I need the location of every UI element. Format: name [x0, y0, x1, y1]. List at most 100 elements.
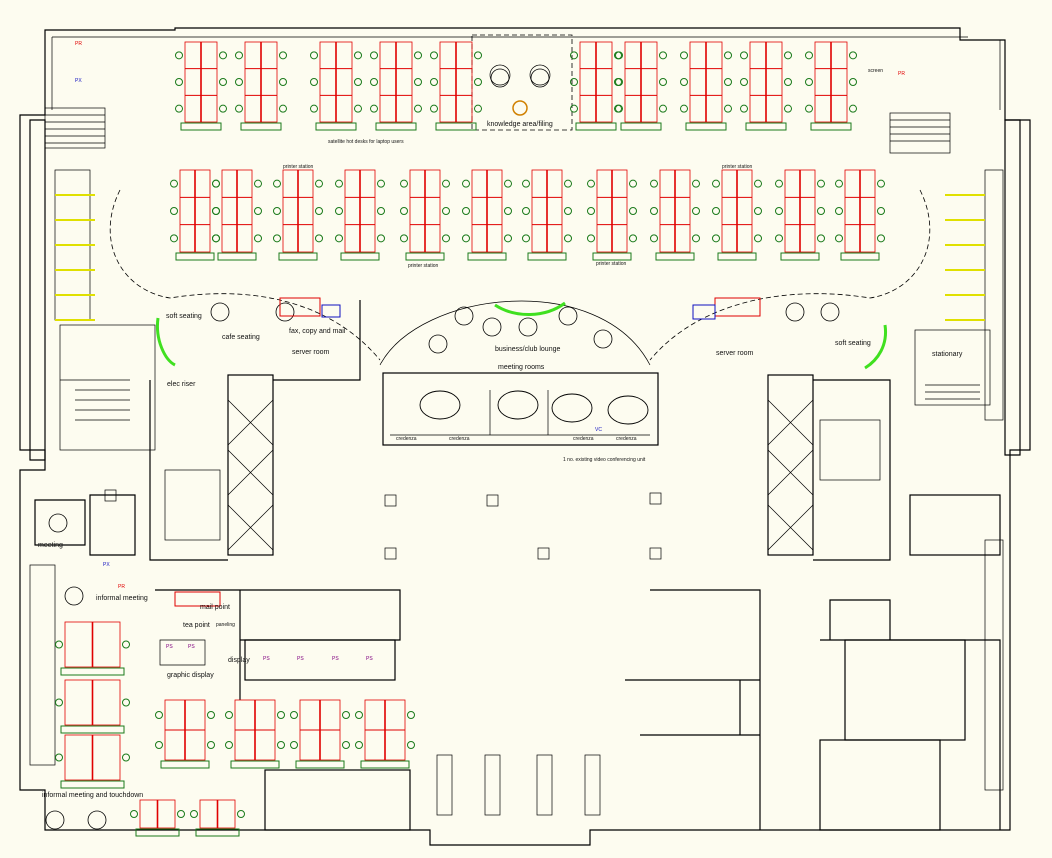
chair-icon [377, 234, 385, 243]
chair-icon [315, 179, 323, 188]
desk-cluster [650, 169, 700, 261]
storage-unit [375, 122, 417, 131]
round-table [428, 334, 448, 354]
desk-cluster [130, 799, 185, 837]
chair-icon [414, 78, 422, 86]
chair-icon [335, 207, 343, 215]
chair-icon [877, 234, 885, 243]
label-fax-copy-mail: fax, copy and mail [289, 328, 346, 335]
meeting-table [419, 390, 461, 420]
label-credenza-1: credenza [396, 436, 417, 442]
chair-icon [629, 234, 637, 243]
chair-icon [442, 179, 450, 188]
chair-icon [155, 711, 163, 719]
storage-unit [780, 252, 820, 261]
desk-cluster [155, 699, 215, 769]
storage-unit [195, 828, 240, 837]
storage-unit [840, 252, 880, 261]
chair-icon [564, 207, 572, 215]
chair-icon [724, 104, 732, 113]
round-table [558, 306, 578, 326]
chair-icon [817, 234, 825, 243]
chair-icon [279, 51, 287, 60]
chair-icon [570, 78, 578, 86]
chair-icon [155, 741, 163, 749]
chair-icon [680, 104, 688, 113]
storage-unit [405, 252, 445, 261]
desk-cluster [805, 41, 857, 131]
chair-icon [235, 51, 243, 60]
label-pr-lower: PR [118, 584, 125, 590]
chair-icon [315, 234, 323, 243]
chair-icon [254, 179, 262, 188]
chair-icon [784, 51, 792, 60]
chair-icon [522, 234, 530, 243]
chair-icon [680, 51, 688, 60]
storage-unit [278, 252, 318, 261]
chair-icon [615, 78, 623, 86]
chair-icon [355, 741, 363, 749]
chair-icon [290, 711, 298, 719]
chair-icon [377, 207, 385, 215]
chair-icon [504, 234, 512, 243]
meeting-table [497, 390, 539, 420]
chair-icon [650, 207, 658, 215]
chair-icon [414, 51, 422, 60]
storage-unit [340, 252, 380, 261]
soft-seating-left [155, 317, 176, 367]
chair-icon [504, 179, 512, 188]
storage-unit [60, 780, 125, 789]
chair-icon [629, 207, 637, 215]
label-knowledge-area: knowledge area/filing [487, 121, 553, 128]
storage-unit [527, 252, 567, 261]
chair-icon [175, 51, 183, 60]
chair-icon [724, 51, 732, 60]
chair-icon [474, 104, 482, 113]
chair-icon [273, 179, 281, 188]
chair-icon [615, 51, 623, 60]
storage-unit [620, 122, 662, 131]
chair-icon [817, 207, 825, 215]
chair-icon [400, 179, 408, 188]
chair-icon [430, 51, 438, 60]
desk-clusters [55, 41, 985, 837]
desk-cluster [712, 169, 762, 261]
label-meeting: meeting [38, 542, 63, 549]
chair-icon [279, 78, 287, 86]
desk-cluster [680, 41, 732, 131]
chair-icon [219, 78, 227, 86]
chair-icon [740, 104, 748, 113]
labels: knowledge area/filing satellite hot desk… [38, 41, 963, 799]
chair-icon [784, 78, 792, 86]
desk-cluster [587, 169, 637, 261]
storage-unit [60, 725, 125, 734]
chair-icon [342, 741, 350, 749]
chair-icon [212, 234, 220, 243]
chair-icon [474, 78, 482, 86]
chair-icon [754, 179, 762, 188]
chair-icon [740, 51, 748, 60]
chair-icon [659, 104, 667, 113]
chair-icon [354, 78, 362, 86]
round-table [820, 302, 840, 322]
storage-unit [360, 760, 410, 769]
storage-unit [160, 760, 210, 769]
label-pr-right: PR [898, 71, 905, 77]
chair-icon [712, 234, 720, 243]
chair-icon [122, 753, 130, 762]
chair-icon [775, 179, 783, 188]
chair-icon [235, 78, 243, 86]
label-printer-station-2: printer station [408, 263, 439, 269]
chair-icon [55, 753, 63, 762]
storage-unit [655, 252, 695, 261]
chair-icon [273, 234, 281, 243]
chair-icon [354, 104, 362, 113]
round-table [45, 810, 65, 830]
desk-cluster [462, 169, 512, 261]
desk-cluster [273, 169, 323, 261]
chair-icon [430, 78, 438, 86]
chair-icon [190, 810, 198, 818]
storage-unit [717, 252, 757, 261]
chair-icon [504, 207, 512, 215]
